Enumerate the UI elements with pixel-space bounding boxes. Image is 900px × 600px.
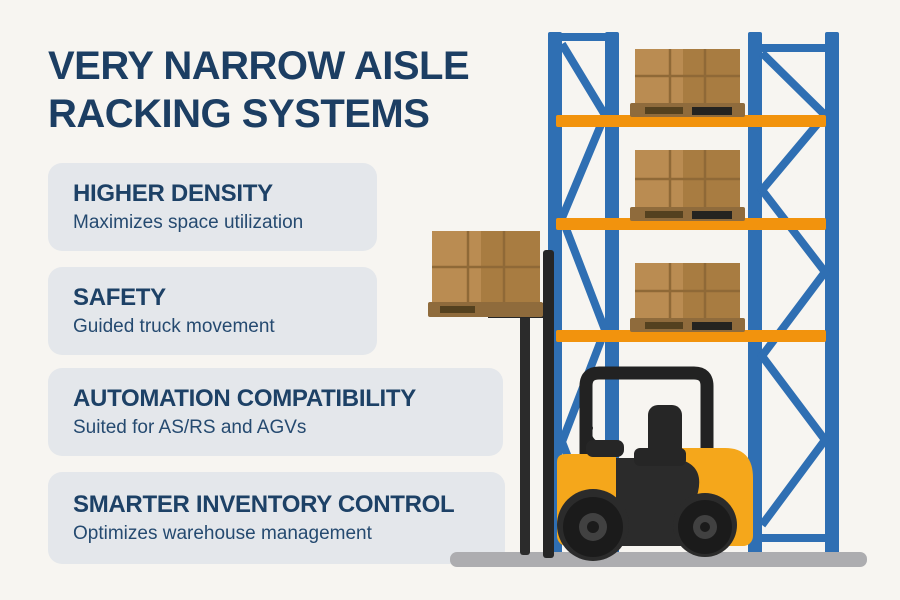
feature-description: Guided truck movement [73, 316, 275, 337]
feature-card-automation-compatibility: AUTOMATION COMPATIBILITY Suited for AS/R… [48, 368, 503, 456]
page-title-line1: VERY NARROW AISLE [48, 44, 470, 88]
floor-icon [450, 552, 867, 567]
feature-card-safety: SAFETY Guided truck movement [48, 267, 377, 355]
lifted-pallet-icon [428, 231, 546, 318]
page-title-line2: RACKING SYSTEMS [48, 92, 430, 136]
feature-description: Maximizes space utilization [73, 212, 304, 233]
rack-beams-icon [556, 115, 826, 342]
feature-card-smarter-inventory-control: SMARTER INVENTORY CONTROL Optimizes ware… [48, 472, 505, 564]
feature-description: Optimizes warehouse management [73, 523, 372, 544]
feature-description: Suited for AS/RS and AGVs [73, 417, 307, 438]
feature-heading: AUTOMATION COMPATIBILITY [73, 385, 416, 412]
forklift-icon [428, 231, 753, 561]
forklift-wheels-icon [557, 489, 737, 561]
stored-pallet-middle-icon [630, 150, 745, 221]
stored-pallet-top-icon [630, 49, 745, 117]
feature-heading: HIGHER DENSITY [73, 180, 273, 207]
forklift-overhead-guard-icon [579, 366, 714, 458]
stored-pallet-bottom-icon [630, 263, 745, 332]
feature-heading: SAFETY [73, 284, 166, 311]
forklift-mast-icon [543, 250, 554, 558]
feature-heading: SMARTER INVENTORY CONTROL [73, 491, 455, 518]
forklift-console-icon [586, 440, 624, 457]
warehouse-racking-illustration [428, 32, 867, 567]
page-title: VERY NARROW AISLE RACKING SYSTEMS [48, 42, 470, 138]
rack-frame-right-icon [748, 32, 839, 560]
feature-card-higher-density: HIGHER DENSITY Maximizes space utilizati… [48, 163, 377, 251]
